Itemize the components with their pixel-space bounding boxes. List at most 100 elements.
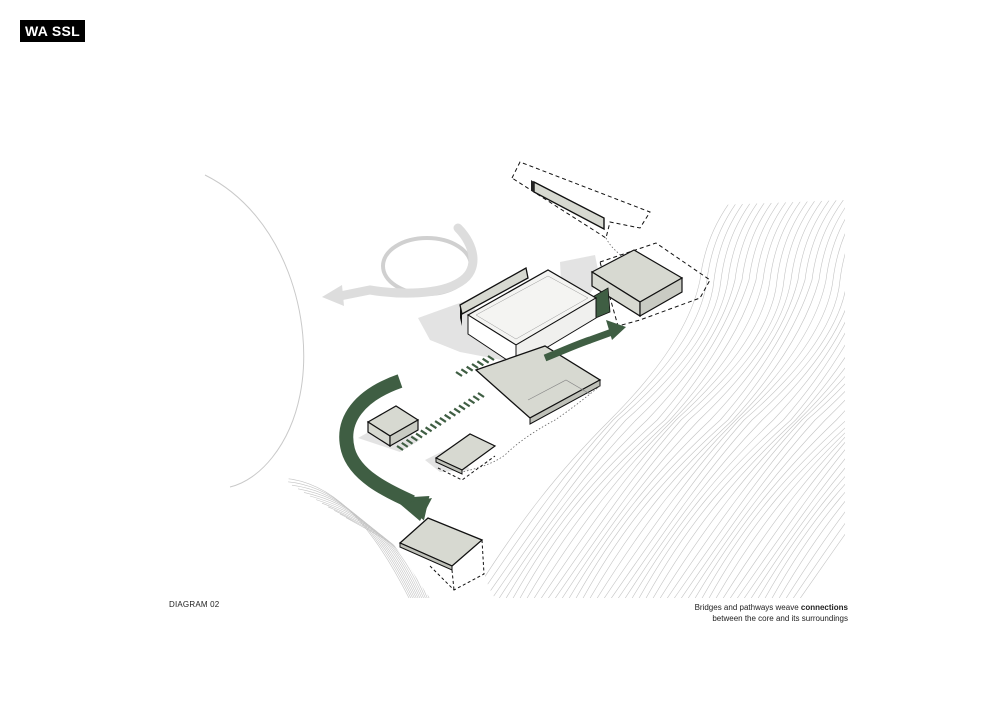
bridge-stripe [460, 368, 468, 375]
contour-line [511, 200, 778, 598]
contour-line [763, 200, 845, 598]
contour-line [777, 200, 845, 598]
contour-line [291, 484, 414, 598]
bridge-stripe [472, 395, 480, 402]
contour-line [637, 200, 845, 598]
contour-line [560, 200, 827, 598]
logo-badge: WA SSL [20, 20, 85, 42]
contour-line [651, 200, 845, 598]
contour-line [735, 200, 845, 598]
bridge-stripes [396, 355, 495, 451]
bridge-stripe [429, 423, 437, 430]
bridge-stripe [444, 413, 452, 420]
contour-line [644, 200, 845, 598]
bridge-stripe [466, 365, 474, 372]
contour-line [721, 200, 845, 598]
contour-line [581, 200, 845, 598]
contour-line [784, 200, 845, 598]
bridge-stripe [487, 355, 495, 361]
contour-line [616, 200, 845, 598]
contour-line [321, 502, 423, 598]
contour-line [481, 200, 743, 598]
contour-line [658, 200, 845, 598]
volume-small-cube [366, 405, 420, 448]
volume-bottom-pad [398, 517, 485, 591]
caption-line1-bold: connections [800, 603, 848, 612]
bridge-stripe [415, 432, 423, 439]
contour-line [630, 200, 845, 598]
contour-line [798, 200, 845, 598]
bridge-stripe [476, 360, 484, 367]
contour-line [574, 200, 841, 598]
bridge-stripe [420, 429, 428, 436]
bridge-stripe [448, 410, 457, 417]
contour-line [490, 200, 757, 598]
contour-line [672, 200, 845, 598]
site-boundary-arc [204, 174, 305, 488]
contour-line [700, 200, 845, 598]
contour-line [327, 506, 425, 598]
bridge-stripe [477, 392, 485, 398]
contour-line [679, 200, 845, 598]
contour-line [595, 200, 845, 598]
path-arrow-grey [335, 223, 478, 301]
bridge-stripe [401, 441, 409, 448]
diagram-label: DIAGRAM 02 [169, 600, 220, 609]
contour-line [686, 200, 845, 598]
caption: Bridges and pathways weave connections b… [695, 602, 848, 624]
contour-line [602, 200, 845, 598]
contour-lines [481, 200, 845, 598]
contour-line [714, 200, 845, 598]
contour-line [497, 200, 764, 598]
contour-line [693, 200, 845, 598]
bridge-stripe [434, 420, 442, 426]
volume-platform [474, 345, 602, 425]
connection-arrow-down [339, 374, 415, 509]
volume-right-cube [590, 249, 684, 318]
contour-line [588, 200, 845, 598]
bridge-stripe [458, 404, 466, 411]
contour-line [707, 200, 845, 598]
contour-line [279, 477, 411, 598]
contour-line [567, 200, 834, 598]
bridge-stripe [482, 357, 490, 364]
bridge-stripe [410, 435, 418, 442]
contour-line [770, 200, 845, 598]
contour-line [665, 200, 845, 598]
contour-line [518, 200, 785, 598]
contour-line [749, 200, 845, 598]
bridge-stripe [463, 401, 471, 408]
contour-line [791, 200, 845, 598]
contour-line [546, 200, 813, 598]
caption-line1-prefix: Bridges and pathways weave [694, 603, 801, 612]
bridge-stripe [405, 438, 414, 445]
contour-line [481, 200, 736, 598]
contour-line [539, 200, 806, 598]
bridge-stripe [453, 407, 461, 414]
contour-line [532, 200, 799, 598]
contour-line [742, 200, 845, 598]
caption-line2: between the core and its surroundings [712, 614, 848, 623]
bridge-stripe [396, 445, 404, 451]
contour-line [553, 200, 820, 598]
bridge-stripe [471, 363, 479, 369]
contour-line [315, 499, 422, 598]
bridge-stripe [424, 426, 433, 433]
contour-line [728, 200, 845, 598]
contour-line [297, 488, 416, 598]
contour-line [525, 200, 792, 598]
volume-core-wall [459, 266, 529, 315]
contour-line [756, 200, 845, 598]
contour-line [504, 200, 771, 598]
connection-arrow-right [543, 328, 614, 362]
volume-small-pad [434, 433, 497, 481]
volume-top-wall [533, 180, 605, 231]
bridge-stripe [439, 417, 447, 423]
contour-line [483, 200, 750, 598]
contour-line [609, 200, 845, 598]
bridge-stripe [455, 371, 463, 377]
bridge-stripe [467, 398, 476, 405]
contour-line [623, 200, 845, 598]
boundary-top [511, 161, 651, 239]
